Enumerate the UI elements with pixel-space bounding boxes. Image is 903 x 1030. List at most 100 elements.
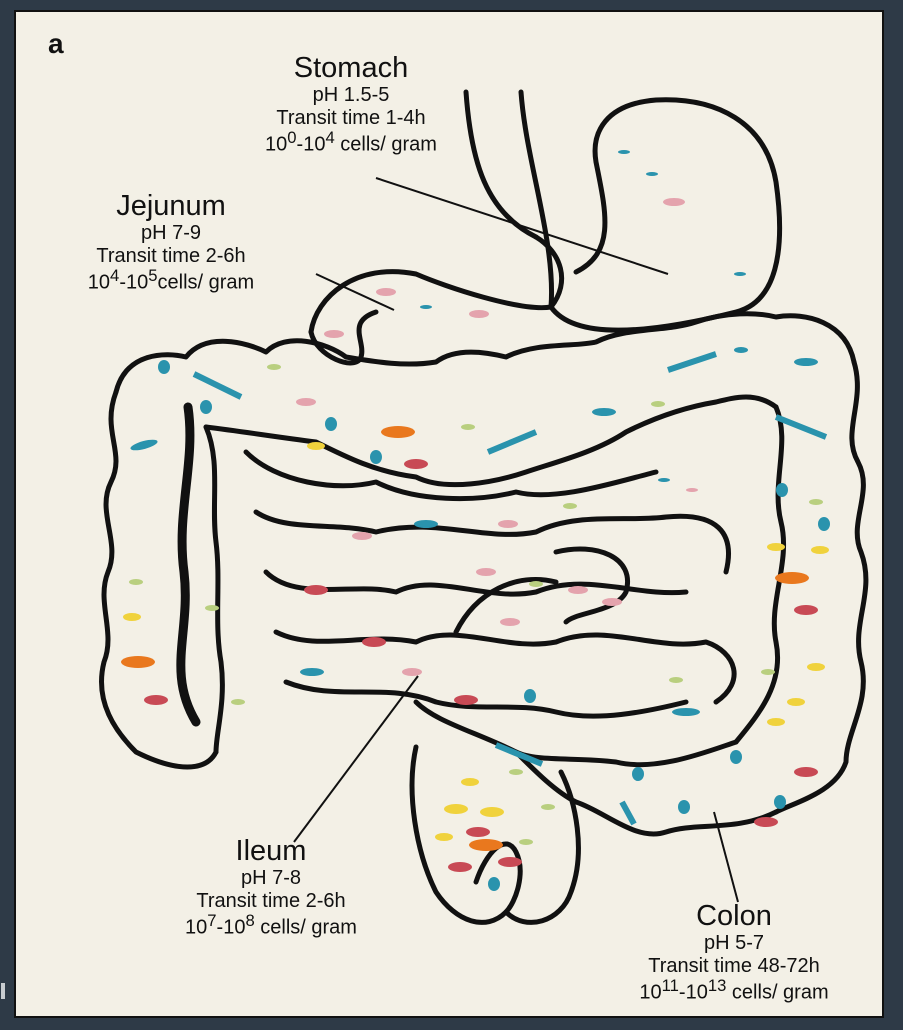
microbe: [414, 520, 438, 528]
microbe: [622, 802, 634, 824]
microbe: [529, 581, 543, 587]
microbe: [519, 839, 533, 845]
stomach-cells: 100-104 cells/ gram: [216, 129, 486, 156]
small-intestine-coil-1: [246, 452, 656, 499]
microbe: [300, 668, 324, 676]
microbe: [774, 795, 786, 809]
microbe: [296, 398, 316, 406]
microbe: [794, 767, 818, 777]
microbe: [809, 499, 823, 505]
transverse-colon-upper: [116, 314, 854, 392]
microbe: [129, 579, 143, 585]
rectum-inner: [476, 844, 520, 912]
microbe: [129, 438, 158, 453]
jejunum-cells: 104-105cells/ gram: [46, 267, 296, 294]
microbe: [498, 857, 522, 867]
microbe: [381, 426, 415, 438]
descending-colon-inner: [736, 407, 784, 742]
microbe: [488, 432, 536, 452]
microbe: [541, 804, 555, 810]
appendix: [181, 407, 196, 722]
descending-colon-outer: [776, 362, 866, 812]
microbe: [362, 637, 386, 647]
microbe: [787, 698, 805, 706]
ileum-name: Ileum: [146, 835, 396, 867]
microbe: [325, 417, 337, 431]
microbe: [200, 400, 212, 414]
small-intestine-coil-3: [266, 572, 686, 594]
transverse-colon-lower: [206, 397, 776, 485]
figure-panel: a Stomach pH 1.5-5 Transit time 1-4h 100…: [14, 10, 884, 1018]
ileum-transit: Transit time 2-6h: [146, 890, 396, 912]
edge-marker: [1, 983, 5, 999]
microbe: [807, 663, 825, 671]
microbe: [496, 745, 542, 764]
microbe: [420, 305, 432, 309]
jejunum-label: Jejunum pH 7-9 Transit time 2-6h 104-105…: [46, 190, 296, 294]
microbe: [158, 360, 170, 374]
microbe: [370, 450, 382, 464]
microbe: [734, 347, 748, 353]
stomach-leader-line: [376, 178, 668, 274]
microbe: [651, 401, 665, 407]
microbe: [469, 839, 503, 851]
microbe: [144, 695, 168, 705]
microbe: [444, 804, 468, 814]
microbe: [776, 483, 788, 497]
microbe: [818, 517, 830, 531]
microbe: [376, 288, 396, 296]
microbe: [121, 656, 155, 668]
panel-letter: a: [48, 28, 64, 60]
microbe: [761, 669, 775, 675]
microbe: [592, 408, 616, 416]
microbe: [669, 677, 683, 683]
microbe: [404, 459, 428, 469]
microbe: [568, 586, 588, 594]
microbe: [488, 877, 500, 891]
colon-transit: Transit time 48-72h: [594, 955, 874, 977]
microbe: [324, 330, 344, 338]
jejunum-name: Jejunum: [46, 190, 296, 222]
microbe: [461, 424, 475, 430]
microbe: [618, 150, 630, 154]
microbe: [466, 827, 490, 837]
microbe: [509, 769, 523, 775]
microbe: [811, 546, 829, 554]
microbe: [498, 520, 518, 528]
microbe: [794, 358, 818, 366]
ileum-ph: pH 7-8: [146, 867, 396, 889]
microbe: [563, 503, 577, 509]
colon-cells: 1011-1013 cells/ gram: [594, 977, 874, 1004]
stomach-name: Stomach: [216, 52, 486, 84]
ascending-colon-inner: [206, 427, 222, 752]
colon-name: Colon: [594, 900, 874, 932]
microbe: [668, 354, 716, 370]
microbe: [402, 668, 422, 676]
jejunum-ph: pH 7-9: [46, 222, 296, 244]
microbe: [476, 568, 496, 576]
microbe: [794, 605, 818, 615]
microbe: [602, 598, 622, 606]
microbe: [730, 750, 742, 764]
microbe: [461, 778, 479, 786]
ascending-colon-outer: [102, 392, 216, 767]
microbe: [448, 862, 472, 872]
microbe: [267, 364, 281, 370]
microbe: [352, 532, 372, 540]
microbe: [524, 689, 536, 703]
microbe: [123, 613, 141, 621]
colon-ph: pH 5-7: [594, 932, 874, 954]
microbe: [658, 478, 670, 482]
microbe: [672, 708, 700, 716]
microbe: [646, 172, 658, 176]
stomach-label: Stomach pH 1.5-5 Transit time 1-4h 100-1…: [216, 52, 486, 156]
small-intestine-coil-2: [256, 512, 729, 572]
microbe: [686, 488, 698, 492]
microbe: [632, 767, 644, 781]
stomach-ph: pH 1.5-5: [216, 84, 486, 106]
microbe: [304, 585, 328, 595]
microbe: [307, 442, 325, 450]
microbe: [194, 374, 241, 397]
microbe: [734, 272, 746, 276]
ileum-label: Ileum pH 7-8 Transit time 2-6h 107-108 c…: [146, 835, 396, 939]
